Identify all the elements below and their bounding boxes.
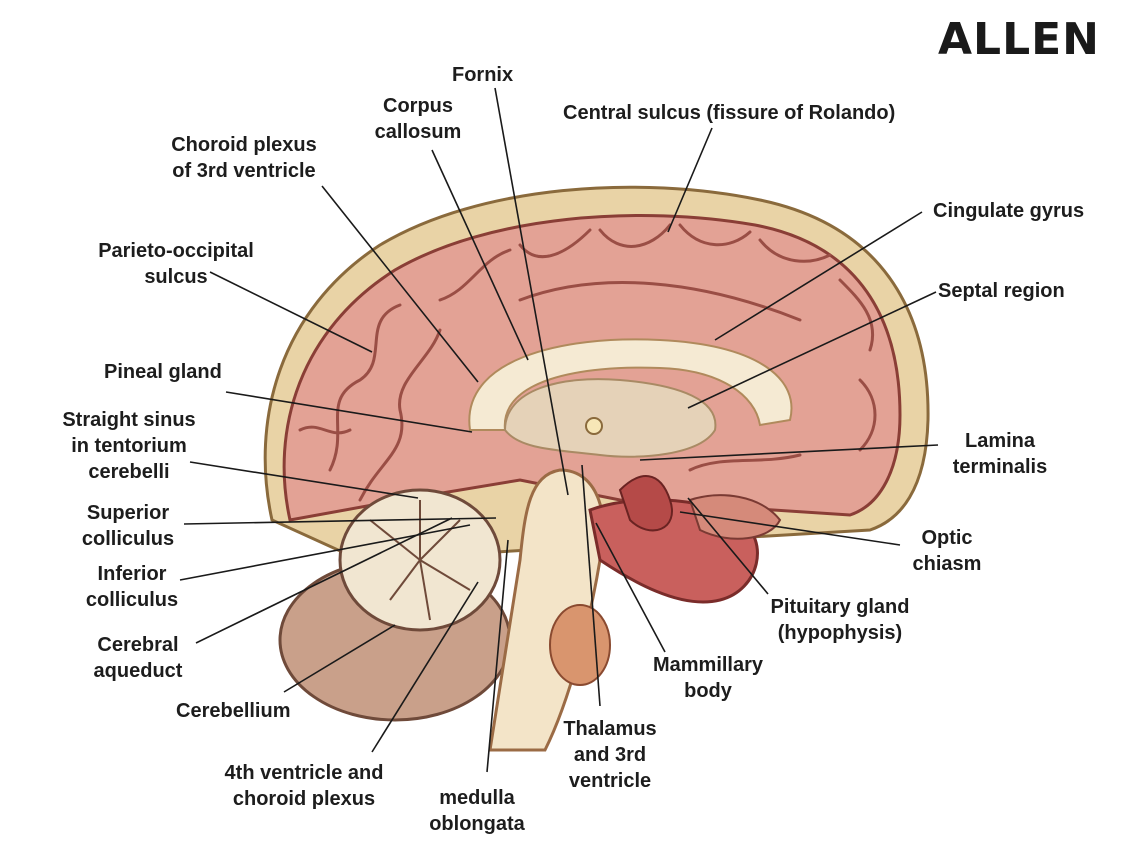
- leader-pituitary-gland: [687, 497, 769, 595]
- leader-corpus-callosum: [431, 149, 529, 361]
- leader-straight-sinus: [189, 461, 419, 499]
- pituitary-body: [618, 475, 673, 532]
- label-central-sulcus: Central sulcus (fissure of Rolando): [563, 102, 896, 124]
- corpus-callosum-band: [468, 338, 793, 431]
- leader-cerebral-aqueduct: [195, 517, 453, 644]
- leader-thalamus: [581, 464, 601, 707]
- label-cerebellium: Cerebellium: [176, 700, 291, 722]
- allen-logo: ALLEN: [938, 14, 1101, 65]
- leader-fourth-ventricle: [371, 581, 479, 753]
- label-pineal-gland: Pineal gland: [104, 361, 222, 383]
- leader-mammillary-body: [595, 522, 666, 653]
- leader-septal-region: [687, 291, 937, 409]
- leader-medulla: [486, 539, 509, 773]
- leader-parieto-occipital: [209, 271, 373, 353]
- leader-central-sulcus: [667, 127, 713, 233]
- leader-lamina-terminalis: [639, 444, 939, 461]
- gyri-folds: [298, 223, 877, 502]
- leader-inferior-colliculus: [179, 524, 471, 581]
- pons: [549, 604, 611, 686]
- leader-cerebellium: [283, 624, 396, 693]
- leader-fornix: [494, 87, 569, 496]
- label-pituitary-gland: Pituitary gland(hypophysis): [770, 596, 910, 644]
- label-cingulate-gyrus: Cingulate gyrus: [933, 200, 1085, 222]
- leader-choroid-plexus: [321, 185, 479, 383]
- foramen-marker: [585, 417, 603, 435]
- leader-pineal-gland: [225, 391, 473, 433]
- leader-optic-chiasm: [679, 511, 901, 546]
- label-septal-region: Septal region: [938, 280, 1065, 302]
- label-fornix: Fornix: [452, 64, 514, 86]
- leader-cingulate-gyrus: [714, 211, 923, 341]
- leader-superior-colliculus: [183, 517, 497, 525]
